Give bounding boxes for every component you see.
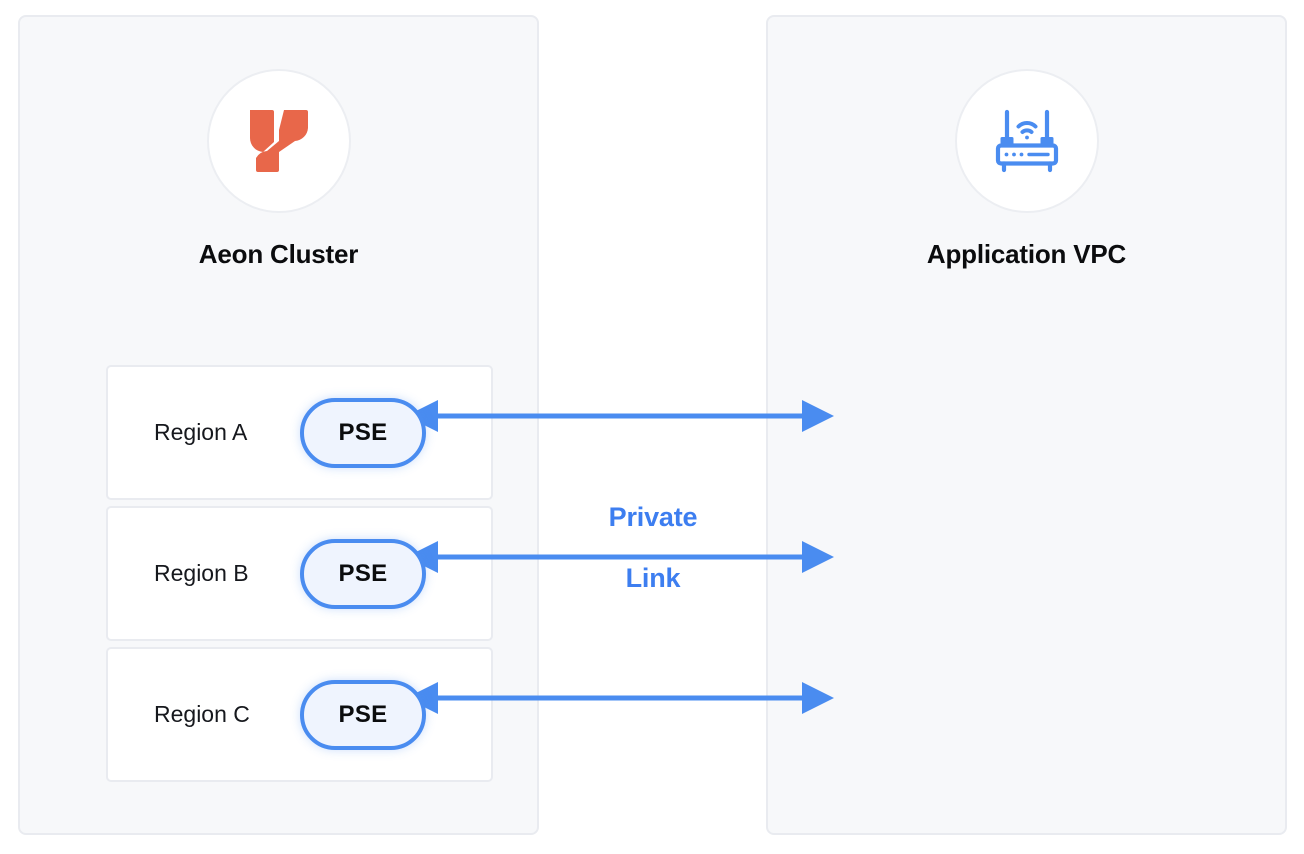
private-link-arrow: [406, 682, 834, 714]
pse-node[interactable]: PSE: [300, 397, 426, 468]
pse-node[interactable]: PSE: [300, 679, 426, 750]
aeon-logo-icon: [206, 69, 351, 213]
private-link-label-line1: Private: [608, 502, 698, 532]
aeon-cluster-header: Aeon Cluster: [20, 69, 537, 270]
region-row[interactable]: Region C PSE: [106, 647, 493, 782]
application-vpc-title: Application VPC: [926, 239, 1127, 269]
region-row-inner: Region C PSE: [108, 649, 491, 780]
region-row-inner: Region B PSE: [108, 508, 491, 639]
region-label: Region C: [154, 701, 250, 727]
pse-node-label: PSE: [338, 418, 388, 446]
region-row[interactable]: Region B PSE: [106, 506, 493, 641]
aeon-cluster-title: Aeon Cluster: [198, 239, 359, 269]
region-label: Region A: [154, 419, 248, 445]
private-link-arrow: [406, 400, 834, 432]
region-row[interactable]: Region A PSE: [106, 365, 493, 500]
pse-node-label: PSE: [338, 559, 388, 587]
pse-node-label: PSE: [338, 700, 388, 728]
application-vpc-panel: Application VPC Region A Endpoint Region…: [766, 15, 1287, 835]
pse-node[interactable]: PSE: [300, 538, 426, 609]
region-row-inner: Region A PSE: [108, 367, 491, 498]
router-wifi-icon: [954, 69, 1099, 213]
aeon-cluster-panel: Aeon Cluster Region A PSE Region B PSE: [18, 15, 539, 835]
region-label: Region B: [154, 560, 249, 586]
private-link-arrow: [406, 541, 834, 573]
application-vpc-header: Application VPC: [768, 69, 1285, 270]
